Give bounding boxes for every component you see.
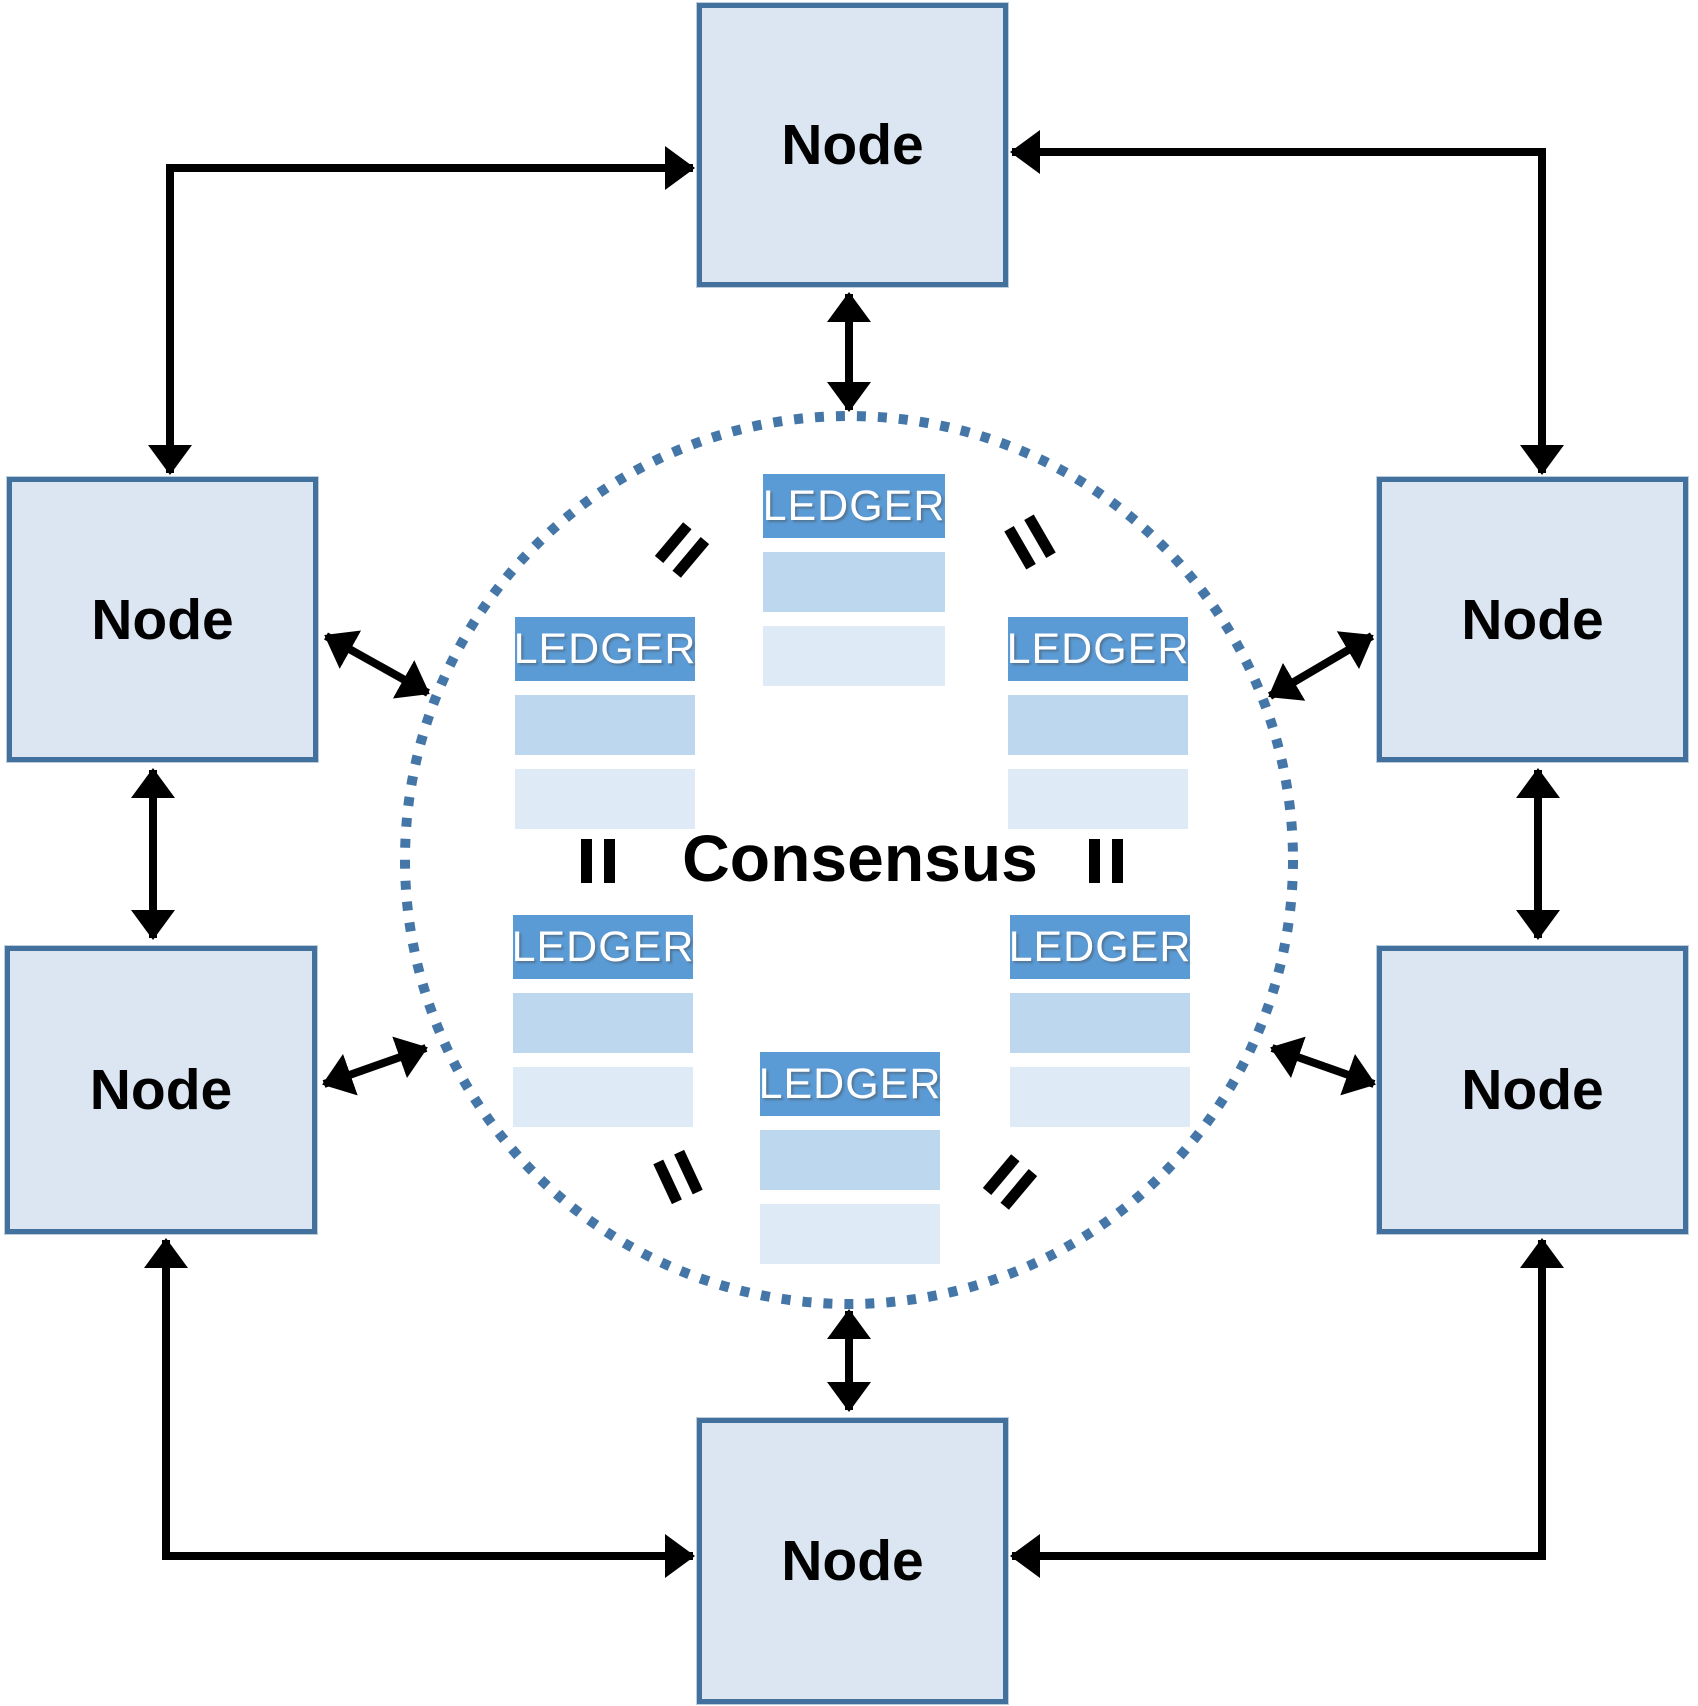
consensus-circle: [400, 411, 1298, 1309]
connector-bottom-left: [144, 1238, 695, 1578]
ledger-row: [515, 769, 695, 829]
ledger-row: [515, 695, 695, 755]
node-label: Node: [781, 1529, 924, 1593]
node-label: Node: [1461, 587, 1604, 652]
ledger-row: [1010, 1067, 1190, 1127]
node-lower-left: Node: [5, 946, 317, 1234]
ledger-row: [763, 552, 945, 612]
equals-icon: [581, 839, 615, 883]
ledger-header: LEDGER: [759, 1052, 940, 1116]
ledger-row: [1008, 695, 1188, 755]
arrow-upper-right-node-circle: [1267, 631, 1375, 701]
ledger-row: [513, 993, 693, 1053]
arrow-lower-right-node-circle: [1270, 1036, 1376, 1096]
ledger-header: LEDGER: [1009, 915, 1190, 979]
ledger-bottom: LEDGER: [759, 1052, 940, 1278]
ledger-row: [760, 1204, 940, 1264]
ledger-header: LEDGER: [512, 915, 693, 979]
node-top: Node: [697, 3, 1008, 287]
connector-top-left: [148, 146, 695, 475]
ledger-lower-left: LEDGER: [512, 915, 693, 1141]
ledger-lower-right: LEDGER: [1009, 915, 1190, 1141]
connector-top-right: [1010, 130, 1564, 475]
ledger-upper-left: LEDGER: [514, 617, 695, 843]
node-label: Node: [91, 587, 234, 652]
ledger-header: LEDGER: [514, 617, 695, 681]
ledger-row: [1010, 993, 1190, 1053]
node-lower-right: Node: [1377, 946, 1688, 1234]
ledger-row: [1008, 769, 1188, 829]
arrow-lower-left-node-circle: [322, 1036, 428, 1096]
equals-icon: [1089, 839, 1123, 883]
connector-bottom-right: [1010, 1238, 1564, 1578]
node-upper-right: Node: [1377, 477, 1688, 762]
ledger-top: LEDGER: [763, 474, 945, 700]
node-upper-left: Node: [7, 477, 318, 762]
ledger-upper-right: LEDGER: [1007, 617, 1188, 843]
ledger-header: LEDGER: [763, 474, 945, 538]
ledger-row: [513, 1067, 693, 1127]
ledger-header: LEDGER: [1007, 617, 1188, 681]
ledger-row: [760, 1130, 940, 1190]
node-bottom: Node: [697, 1418, 1008, 1704]
consensus-label: Consensus: [682, 821, 1038, 895]
arrow-upper-left-node-circle: [324, 630, 430, 699]
node-label: Node: [89, 1058, 233, 1122]
node-label: Node: [1461, 1058, 1604, 1122]
ledger-row: [763, 626, 945, 686]
node-label: Node: [781, 113, 924, 177]
